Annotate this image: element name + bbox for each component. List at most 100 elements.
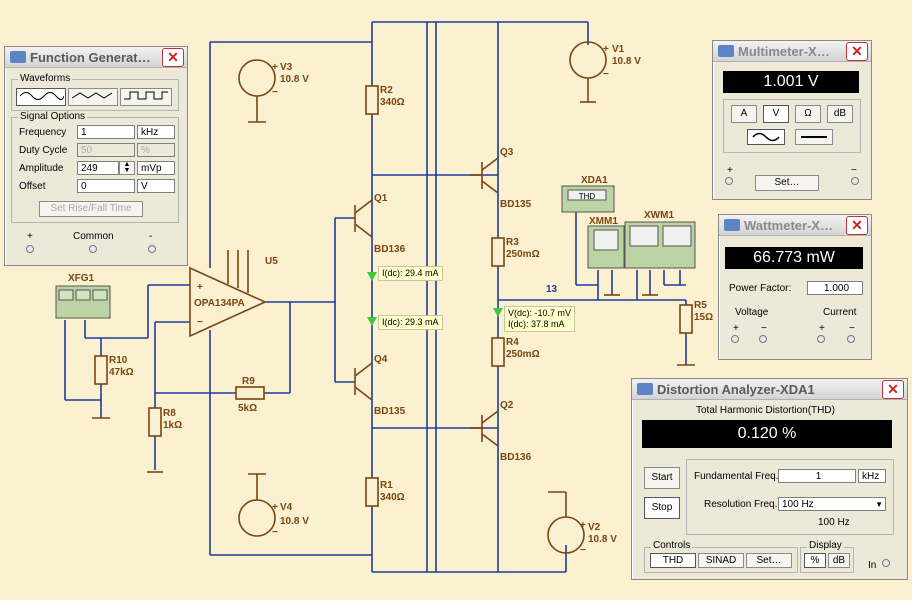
da-input-terminal[interactable] <box>882 559 890 567</box>
ac-mode-button[interactable] <box>747 129 785 145</box>
input-label: In <box>868 560 877 571</box>
amplitude-spinner[interactable]: ▲▼ <box>119 161 135 175</box>
mm-plus-terminal[interactable] <box>725 177 733 185</box>
fundamental-freq-label: Fundamental Freq. <box>694 471 779 482</box>
wattmeter-window: Wattmeter-X… ✕ 66.773 mW Power Factor: 1… <box>718 214 872 360</box>
close-icon[interactable]: ✕ <box>846 215 868 235</box>
current-label: Current <box>823 307 857 318</box>
u5-ref: U5 <box>265 256 278 267</box>
thd-display: 0.120 % <box>642 420 892 448</box>
controls-group: Controls <box>644 540 798 573</box>
thd-button[interactable]: THD <box>650 553 696 568</box>
resolution-freq-select[interactable]: 100 Hz ▼ <box>778 497 886 511</box>
q2-model: BD136 <box>500 452 532 463</box>
wattmeter-title: Wattmeter-X… <box>744 217 834 233</box>
fundamental-freq-unit[interactable]: kHz <box>858 469 886 483</box>
ac-wave-icon <box>752 132 780 142</box>
triangle-icon <box>71 92 113 99</box>
r9-value: 5kΩ <box>238 403 257 414</box>
fg-plus-terminal[interactable] <box>26 245 34 253</box>
wm-voltage-plus-terminal[interactable] <box>731 335 739 343</box>
mm-minus-terminal[interactable] <box>851 177 859 185</box>
amplitude-label: Amplitude <box>19 163 64 174</box>
probe-output-current: I(dc): 37.8 mA <box>508 319 565 329</box>
v2-value: 10.8 V <box>588 534 617 545</box>
r1-value: 340Ω <box>380 492 405 503</box>
r10-value: 47kΩ <box>109 367 134 378</box>
fg-plus-label: + <box>27 231 33 242</box>
db-button[interactable]: dB <box>828 553 850 568</box>
svg-text:−: − <box>197 317 203 328</box>
r8-value: 1kΩ <box>163 420 182 431</box>
wm-voltage-minus-terminal[interactable] <box>759 335 767 343</box>
stop-button[interactable]: Stop <box>644 497 680 519</box>
signal-options-group: Signal Options <box>11 111 179 223</box>
frequency-input[interactable]: 1 <box>77 125 135 139</box>
fg-minus-terminal[interactable] <box>148 245 156 253</box>
multimeter-set-button[interactable]: Set… <box>755 175 819 191</box>
start-button[interactable]: Start <box>644 467 680 489</box>
sine-icon <box>19 92 65 100</box>
waveforms-group: Waveforms <box>11 73 179 111</box>
wm-current-minus-terminal[interactable] <box>847 335 855 343</box>
duty-cycle-input: 50 <box>77 143 135 157</box>
v2-ref: V2 <box>588 522 601 533</box>
sinad-button[interactable]: SINAD <box>698 553 744 568</box>
close-icon[interactable]: ✕ <box>882 379 904 399</box>
multimeter-titlebar[interactable]: Multimeter-X… ✕ <box>713 41 871 62</box>
distortion-analyzer-titlebar[interactable]: Distortion Analyzer-XDA1 ✕ <box>632 379 907 400</box>
distortion-analyzer-window: Distortion Analyzer-XDA1 ✕ Total Harmoni… <box>631 378 908 580</box>
wm-voltage-plus-label: + <box>733 323 739 334</box>
da-set-button[interactable]: Set… <box>746 553 792 568</box>
xmm1-label: XMM1 <box>589 216 618 227</box>
triangle-wave-button[interactable] <box>68 88 118 106</box>
svg-text:−: − <box>580 545 586 556</box>
fg-common-terminal[interactable] <box>89 245 97 253</box>
close-icon[interactable]: ✕ <box>846 41 868 61</box>
close-icon[interactable]: ✕ <box>162 47 184 67</box>
wattmeter-titlebar[interactable]: Wattmeter-X… ✕ <box>719 215 871 236</box>
dc-mode-button[interactable] <box>795 129 833 145</box>
multimeter-title: Multimeter-X… <box>738 43 830 59</box>
app-icon <box>724 219 740 231</box>
amplitude-input[interactable]: 249 <box>77 161 119 175</box>
fundamental-freq-input[interactable]: 1 <box>778 469 856 483</box>
u5-model: OPA134PA <box>194 298 245 309</box>
decibel-button[interactable]: dB <box>827 105 853 123</box>
resolution-freq-value: 100 Hz <box>782 499 814 510</box>
offset-unit[interactable]: V <box>137 179 175 193</box>
sine-wave-button[interactable] <box>16 88 66 106</box>
frequency-unit[interactable]: kHz <box>137 125 175 139</box>
wm-current-minus-label: − <box>849 323 855 334</box>
percent-button[interactable]: % <box>804 553 826 568</box>
display-label: Display <box>807 540 844 551</box>
r3-ref: R3 <box>506 237 519 248</box>
r5-value: 15Ω <box>694 312 713 323</box>
q4-ref: Q4 <box>374 354 388 365</box>
xfg1-label: XFG1 <box>68 273 95 284</box>
amplitude-unit[interactable]: mVp <box>137 161 175 175</box>
offset-label: Offset <box>19 181 46 192</box>
v3-value: 10.8 V <box>280 74 309 85</box>
ohmmeter-button[interactable]: Ω <box>795 105 821 123</box>
multimeter-window: Multimeter-X… ✕ 1.001 V A V Ω dB + − Set… <box>712 40 872 200</box>
r5-ref: R5 <box>694 300 707 311</box>
resolution-freq-label: Resolution Freq. <box>704 499 778 510</box>
xda1-screen: THD <box>579 192 596 201</box>
svg-text:+: + <box>197 282 203 293</box>
wm-current-plus-terminal[interactable] <box>817 335 825 343</box>
r3-value: 250mΩ <box>506 249 540 260</box>
offset-input[interactable]: 0 <box>77 179 135 193</box>
multimeter-controls <box>723 99 861 153</box>
q4-model: BD135 <box>374 406 406 417</box>
wm-voltage-minus-label: − <box>761 323 767 334</box>
square-wave-button[interactable] <box>120 88 172 106</box>
probe-output: V(dc): -10.7 mV I(dc): 37.8 mA <box>504 306 576 332</box>
set-rise-fall-button[interactable]: Set Rise/Fall Time <box>39 201 143 217</box>
square-icon <box>124 91 168 100</box>
voltmeter-button[interactable]: V <box>763 105 789 123</box>
ammeter-button[interactable]: A <box>731 105 757 123</box>
function-generator-titlebar[interactable]: Function Generat… ✕ <box>5 47 187 68</box>
svg-text:−: − <box>603 69 609 80</box>
